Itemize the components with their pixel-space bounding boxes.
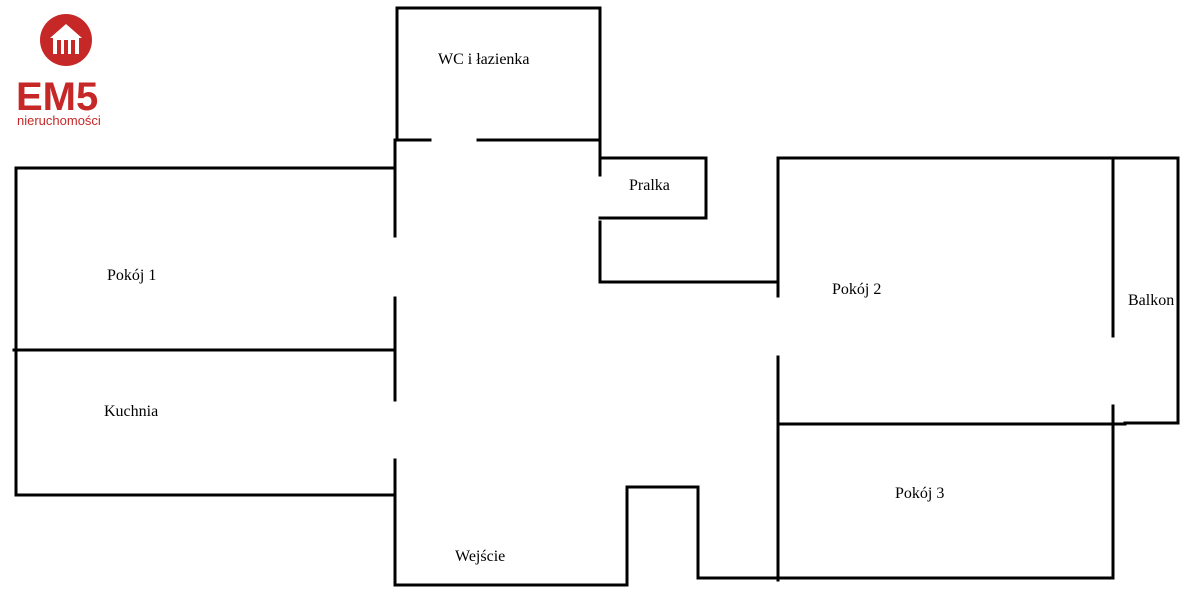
logo-brand: EM5 [16,75,98,119]
logo: EM5 nieruchomości [16,14,101,128]
walls [12,6,1180,587]
room-labels: WC i łazienka Pralka Pokój 1 Kuchnia Pok… [104,51,1174,565]
label-pokoj1: Pokój 1 [107,267,156,284]
label-pokoj2: Pokój 2 [832,281,881,298]
wall-pokoj1 [14,166,397,497]
label-pralka: Pralka [629,177,670,194]
house-icon [50,24,82,54]
label-pokoj3: Pokój 3 [895,485,944,502]
label-kuchnia: Kuchnia [104,403,158,420]
label-wc: WC i łazienka [438,51,530,68]
label-wejscie: Wejście [455,548,505,565]
label-balkon: Balkon [1128,292,1174,309]
wall-pokoj2 [776,156,1180,425]
wall-wc [395,6,602,142]
logo-tagline: nieruchomości [17,113,101,128]
wall-pralka [598,156,708,220]
wall-wejscie-notch [625,485,700,587]
